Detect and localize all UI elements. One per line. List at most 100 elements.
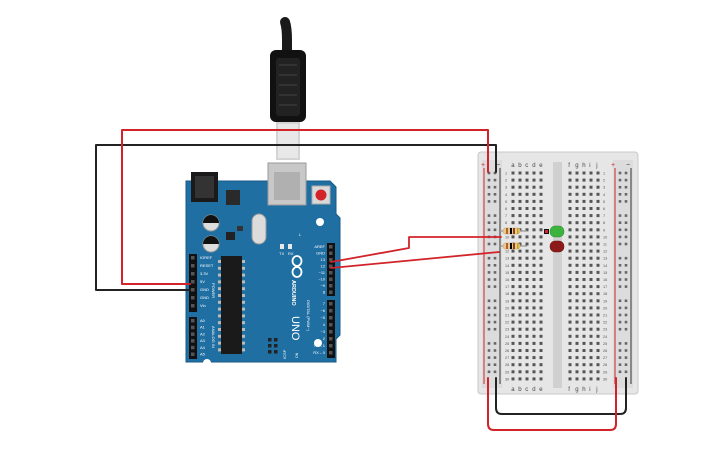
model-text: UNO (289, 316, 301, 341)
pin-label: RX←0 (313, 350, 326, 355)
column-letter: c (525, 163, 528, 169)
led-red[interactable] (549, 240, 565, 253)
row-number: 8 (603, 221, 605, 225)
pin-label: ~10 (318, 277, 326, 282)
row-number: 21 (505, 314, 509, 318)
row-number: 19 (505, 299, 509, 303)
pin-label: ~6 (320, 308, 325, 313)
pin-label: ~9 (320, 283, 325, 288)
pin-label: GND (200, 295, 209, 300)
tx-led-label: TX (279, 251, 284, 256)
pin-label: 4 (323, 322, 326, 327)
row-number: 3 (505, 186, 507, 190)
column-letter: c (525, 387, 528, 393)
digital-header-top[interactable] (327, 243, 335, 296)
row-number: 24 (505, 335, 509, 339)
row-number: 9 (603, 228, 605, 232)
pin-label: ~5 (320, 315, 325, 320)
row-number: 20 (603, 306, 607, 310)
row-number: 14 (505, 264, 509, 268)
row-number: 2 (505, 179, 507, 183)
led-green[interactable] (549, 225, 565, 238)
mounting-hole (203, 359, 211, 367)
arduino-logo: ARDUINO UNO (289, 255, 303, 341)
row-number: 24 (603, 335, 607, 339)
rail-plus-label-left: + (481, 162, 485, 169)
brand-logo-text: ARDUINO (290, 280, 296, 306)
pin-label: A1 (200, 325, 206, 330)
row-number: 27 (603, 356, 607, 360)
row-number: 25 (505, 342, 509, 346)
row-number: 7 (505, 214, 507, 218)
row-number: 17 (505, 285, 509, 289)
hole-highlight-marker (545, 230, 548, 233)
usb-cable[interactable] (270, 17, 306, 160)
pin-label: GND (316, 251, 325, 256)
row-number: 6 (603, 207, 605, 211)
analog-header[interactable] (189, 317, 197, 359)
row-number: 30 (603, 377, 607, 381)
resistor-1[interactable] (500, 227, 527, 235)
row-number: 13 (505, 257, 509, 261)
l-led-label: L (299, 232, 302, 237)
wire-5v-to-breadboard[interactable] (121, 129, 489, 285)
resistor-2[interactable] (500, 242, 527, 250)
column-letter: a (511, 163, 515, 169)
row-number: 10 (603, 235, 607, 239)
column-letter: g (575, 163, 578, 169)
row-number: 13 (603, 257, 607, 261)
row-number: 2 (603, 179, 605, 183)
row-number: 5 (505, 200, 507, 204)
column-letter: b (518, 387, 522, 393)
arduino-uno-board[interactable]: ICSP ARDUINO UNO L TX RX ON IOREFRESET3.… (185, 162, 341, 367)
pin-label: ~11 (319, 270, 326, 275)
row-number: 25 (603, 342, 607, 346)
breadboard-row-numbers: 1122334455667788991010111112121313141415… (505, 172, 607, 382)
breadboard-holes (511, 171, 600, 381)
row-number: 4 (505, 193, 507, 197)
wire-rail-gnd-bridge[interactable] (495, 377, 627, 415)
column-letter: e (539, 387, 543, 393)
column-letter: f (568, 163, 570, 169)
column-letter: j (595, 163, 597, 169)
pin-label: A3 (200, 338, 206, 343)
row-number: 26 (505, 349, 509, 353)
row-number: 14 (603, 264, 607, 268)
column-letter: j (595, 387, 597, 393)
row-number: 30 (505, 377, 509, 381)
crystal-oscillator (251, 213, 267, 245)
row-number: 6 (505, 207, 507, 211)
wire-gnd-to-breadboard[interactable] (95, 144, 497, 291)
wire-rail-vcc-bridge[interactable] (487, 377, 617, 431)
row-number: 16 (603, 278, 607, 282)
wire-pin12-to-resistor[interactable] (330, 251, 500, 269)
pin-label: A2 (200, 331, 206, 336)
column-letter: f (568, 387, 570, 393)
column-letter: a (511, 387, 515, 393)
power-header-title: POWER (211, 283, 216, 298)
pin-label: 13 (321, 257, 326, 262)
smd-chip (226, 232, 235, 240)
column-letter: i (589, 163, 590, 169)
row-number: 18 (603, 292, 607, 296)
tx-led (280, 244, 284, 249)
pin-label: GND (200, 287, 209, 292)
row-number: 19 (603, 299, 607, 303)
on-led-label: ON (295, 352, 299, 358)
row-number: 28 (603, 363, 607, 367)
row-number: 27 (505, 356, 509, 360)
row-number: 29 (603, 370, 607, 374)
pin-label: Vin (200, 303, 206, 308)
column-letter: b (518, 163, 522, 169)
wire-pin13-to-resistor[interactable] (330, 236, 502, 263)
digital-header-bottom[interactable] (327, 300, 335, 358)
row-number: 22 (505, 321, 509, 325)
icsp-header (268, 338, 278, 354)
pin-label: A4 (200, 345, 206, 350)
pin-label: IOREF (200, 255, 213, 260)
row-number: 7 (603, 214, 605, 218)
